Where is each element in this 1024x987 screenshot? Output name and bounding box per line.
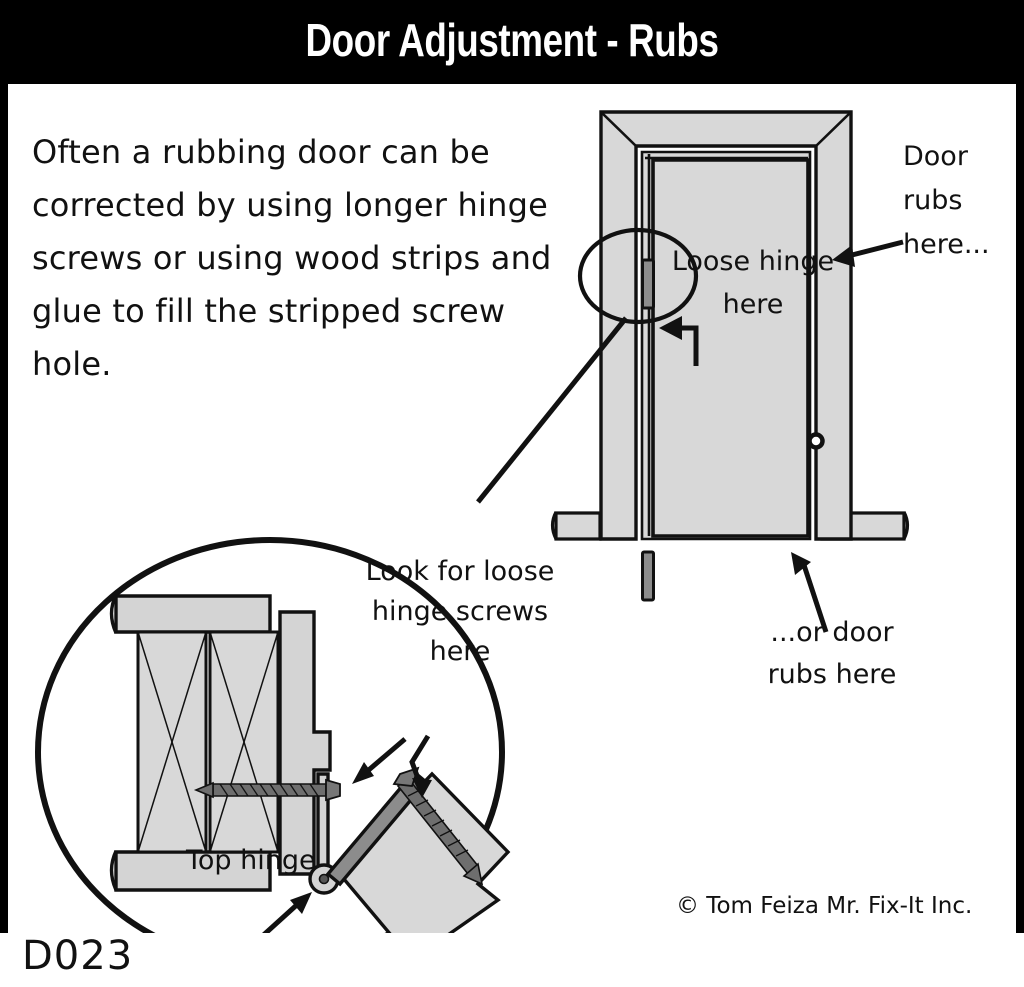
label-look-for-loose-hinge-screws: Look for loose hinge screws here <box>365 556 555 667</box>
label-loose-hinge-here: Loose hinge here <box>671 246 835 320</box>
instruction-paragraph: Often a rubbing door can be corrected by… <box>32 133 552 383</box>
door-slab <box>647 154 810 538</box>
label-top-hinge: Top hinge <box>186 845 316 876</box>
or-door-rubs-here-arrow <box>791 552 829 633</box>
loose-screws-arrow-down <box>409 734 432 798</box>
door-elevation-figure <box>35 110 910 967</box>
loose-screws-arrow-left <box>352 737 407 784</box>
hinge-highlight-ellipse <box>577 227 699 325</box>
diagram-canvas: Often a rubbing door can be corrected by… <box>8 84 1016 967</box>
hinge-detail-cutaway <box>35 537 511 967</box>
long-hinge-screw <box>193 778 341 802</box>
detail-leader-line <box>476 316 628 504</box>
figure-code: D023 <box>22 933 134 979</box>
footer-bar: D023 <box>0 933 1024 987</box>
jamb-block <box>278 610 332 876</box>
short-door-screw <box>392 766 484 886</box>
title-bar: Door Adjustment - Rubs <box>0 0 1024 82</box>
wall-plate-top <box>109 594 272 634</box>
baseboard-left <box>550 511 602 541</box>
label-door-rubs-here: Door rubs here... <box>903 141 990 260</box>
doorknob-icon <box>807 432 825 450</box>
stud-cavity-left <box>136 630 208 854</box>
stud-cavity-right <box>208 630 280 854</box>
door-rubs-here-arrow <box>832 239 904 267</box>
page-title: Door Adjustment - Rubs <box>305 14 719 66</box>
loose-hinge-here-arrow <box>659 316 699 366</box>
copyright-notice: © Tom Feiza Mr. Fix-It Inc. <box>676 893 973 919</box>
top-hinge <box>641 258 655 310</box>
bottom-hinge <box>641 550 655 602</box>
label-or-door-rubs-here: ...or door rubs here <box>767 617 897 690</box>
